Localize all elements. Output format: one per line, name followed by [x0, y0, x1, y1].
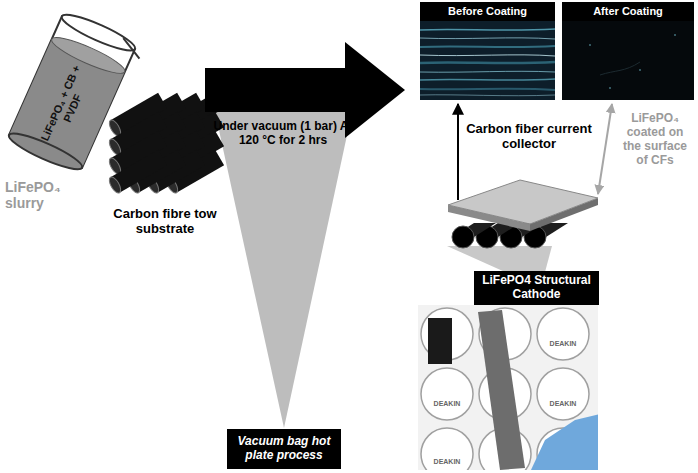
part-label: Carbon fiber current collector	[466, 122, 592, 152]
carbon-fibre-row	[452, 223, 568, 248]
condition-label: Under vacuum (1 bar) At 120 °C for 2 hrs	[213, 120, 353, 148]
pointer-arrow	[457, 104, 459, 200]
box-text: Before Coating	[448, 5, 527, 18]
box-text: After Coating	[593, 5, 663, 18]
process-box: Vacuum bag hot plate process	[227, 429, 341, 469]
material-label: LiFePO₄ slurry	[5, 179, 85, 211]
process-funnel	[215, 112, 352, 428]
substrate-label: Carbon fibre tow substrate	[110, 207, 220, 237]
box-text: LiFePO4 Structural Cathode	[479, 274, 594, 302]
watermark: DEAKIN	[541, 400, 585, 408]
watermark: DEAKIN	[425, 458, 469, 466]
after-coating-image	[562, 20, 694, 100]
before-coating-image	[420, 20, 555, 100]
watermark: DEAKIN	[425, 400, 469, 408]
pointer-arrow	[598, 104, 612, 194]
title-box: LiFePO4 Structural Cathode	[474, 271, 599, 305]
panel-header: Before Coating	[420, 2, 555, 21]
fibre-cylinder	[107, 150, 167, 195]
callout-label: LiFePO₄ coated on the surface of CFs	[618, 112, 692, 167]
watermark: DEAKIN	[541, 340, 585, 348]
cathode-photo	[418, 305, 598, 470]
zoom-funnel	[447, 246, 552, 272]
panel-header: After Coating	[562, 2, 694, 21]
box-text: Vacuum bag hot plate process	[232, 435, 336, 463]
current-collector-plate	[448, 180, 598, 231]
